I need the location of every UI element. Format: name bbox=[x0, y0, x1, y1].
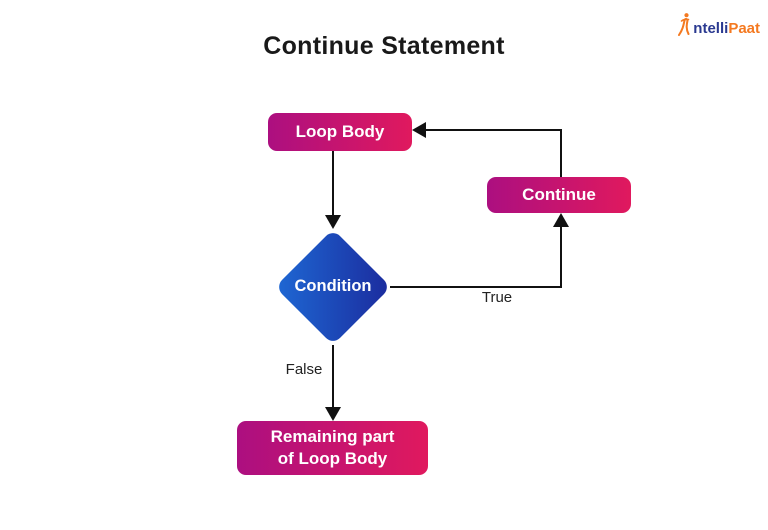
edge-label-true: True bbox=[481, 289, 513, 306]
node-remaining-loop-body: Remaining part of Loop Body bbox=[237, 421, 428, 475]
node-loop-body-label: Loop Body bbox=[295, 121, 385, 141]
node-remaining-label-line1: Remaining part bbox=[270, 426, 395, 446]
arrow-true-horizontal-line bbox=[390, 286, 562, 288]
page-title: Continue Statement bbox=[263, 32, 505, 60]
logo-text-intelli: ntelli bbox=[693, 20, 729, 37]
edge-label-false: False bbox=[285, 361, 323, 378]
arrow-down-icon bbox=[325, 407, 341, 421]
arrow-left-icon bbox=[412, 122, 426, 138]
node-remaining-label-line2: of Loop Body bbox=[277, 449, 388, 468]
arrow-up-icon bbox=[553, 213, 569, 227]
node-condition-label: Condition bbox=[294, 277, 372, 295]
arrow-loopbody-to-condition-line bbox=[332, 151, 334, 216]
dancing-person-icon bbox=[678, 13, 690, 36]
node-continue: Continue bbox=[487, 177, 631, 213]
arrow-continue-vertical-line bbox=[560, 129, 562, 177]
node-loop-body: Loop Body bbox=[268, 113, 412, 151]
logo-text-paat: Paat bbox=[728, 20, 760, 37]
arrow-down-icon bbox=[325, 215, 341, 229]
node-continue-label: Continue bbox=[522, 184, 596, 204]
arrow-false-vertical-line bbox=[332, 345, 334, 408]
arrow-continue-horizontal-line bbox=[426, 129, 562, 131]
arrow-true-vertical-line bbox=[560, 227, 562, 288]
